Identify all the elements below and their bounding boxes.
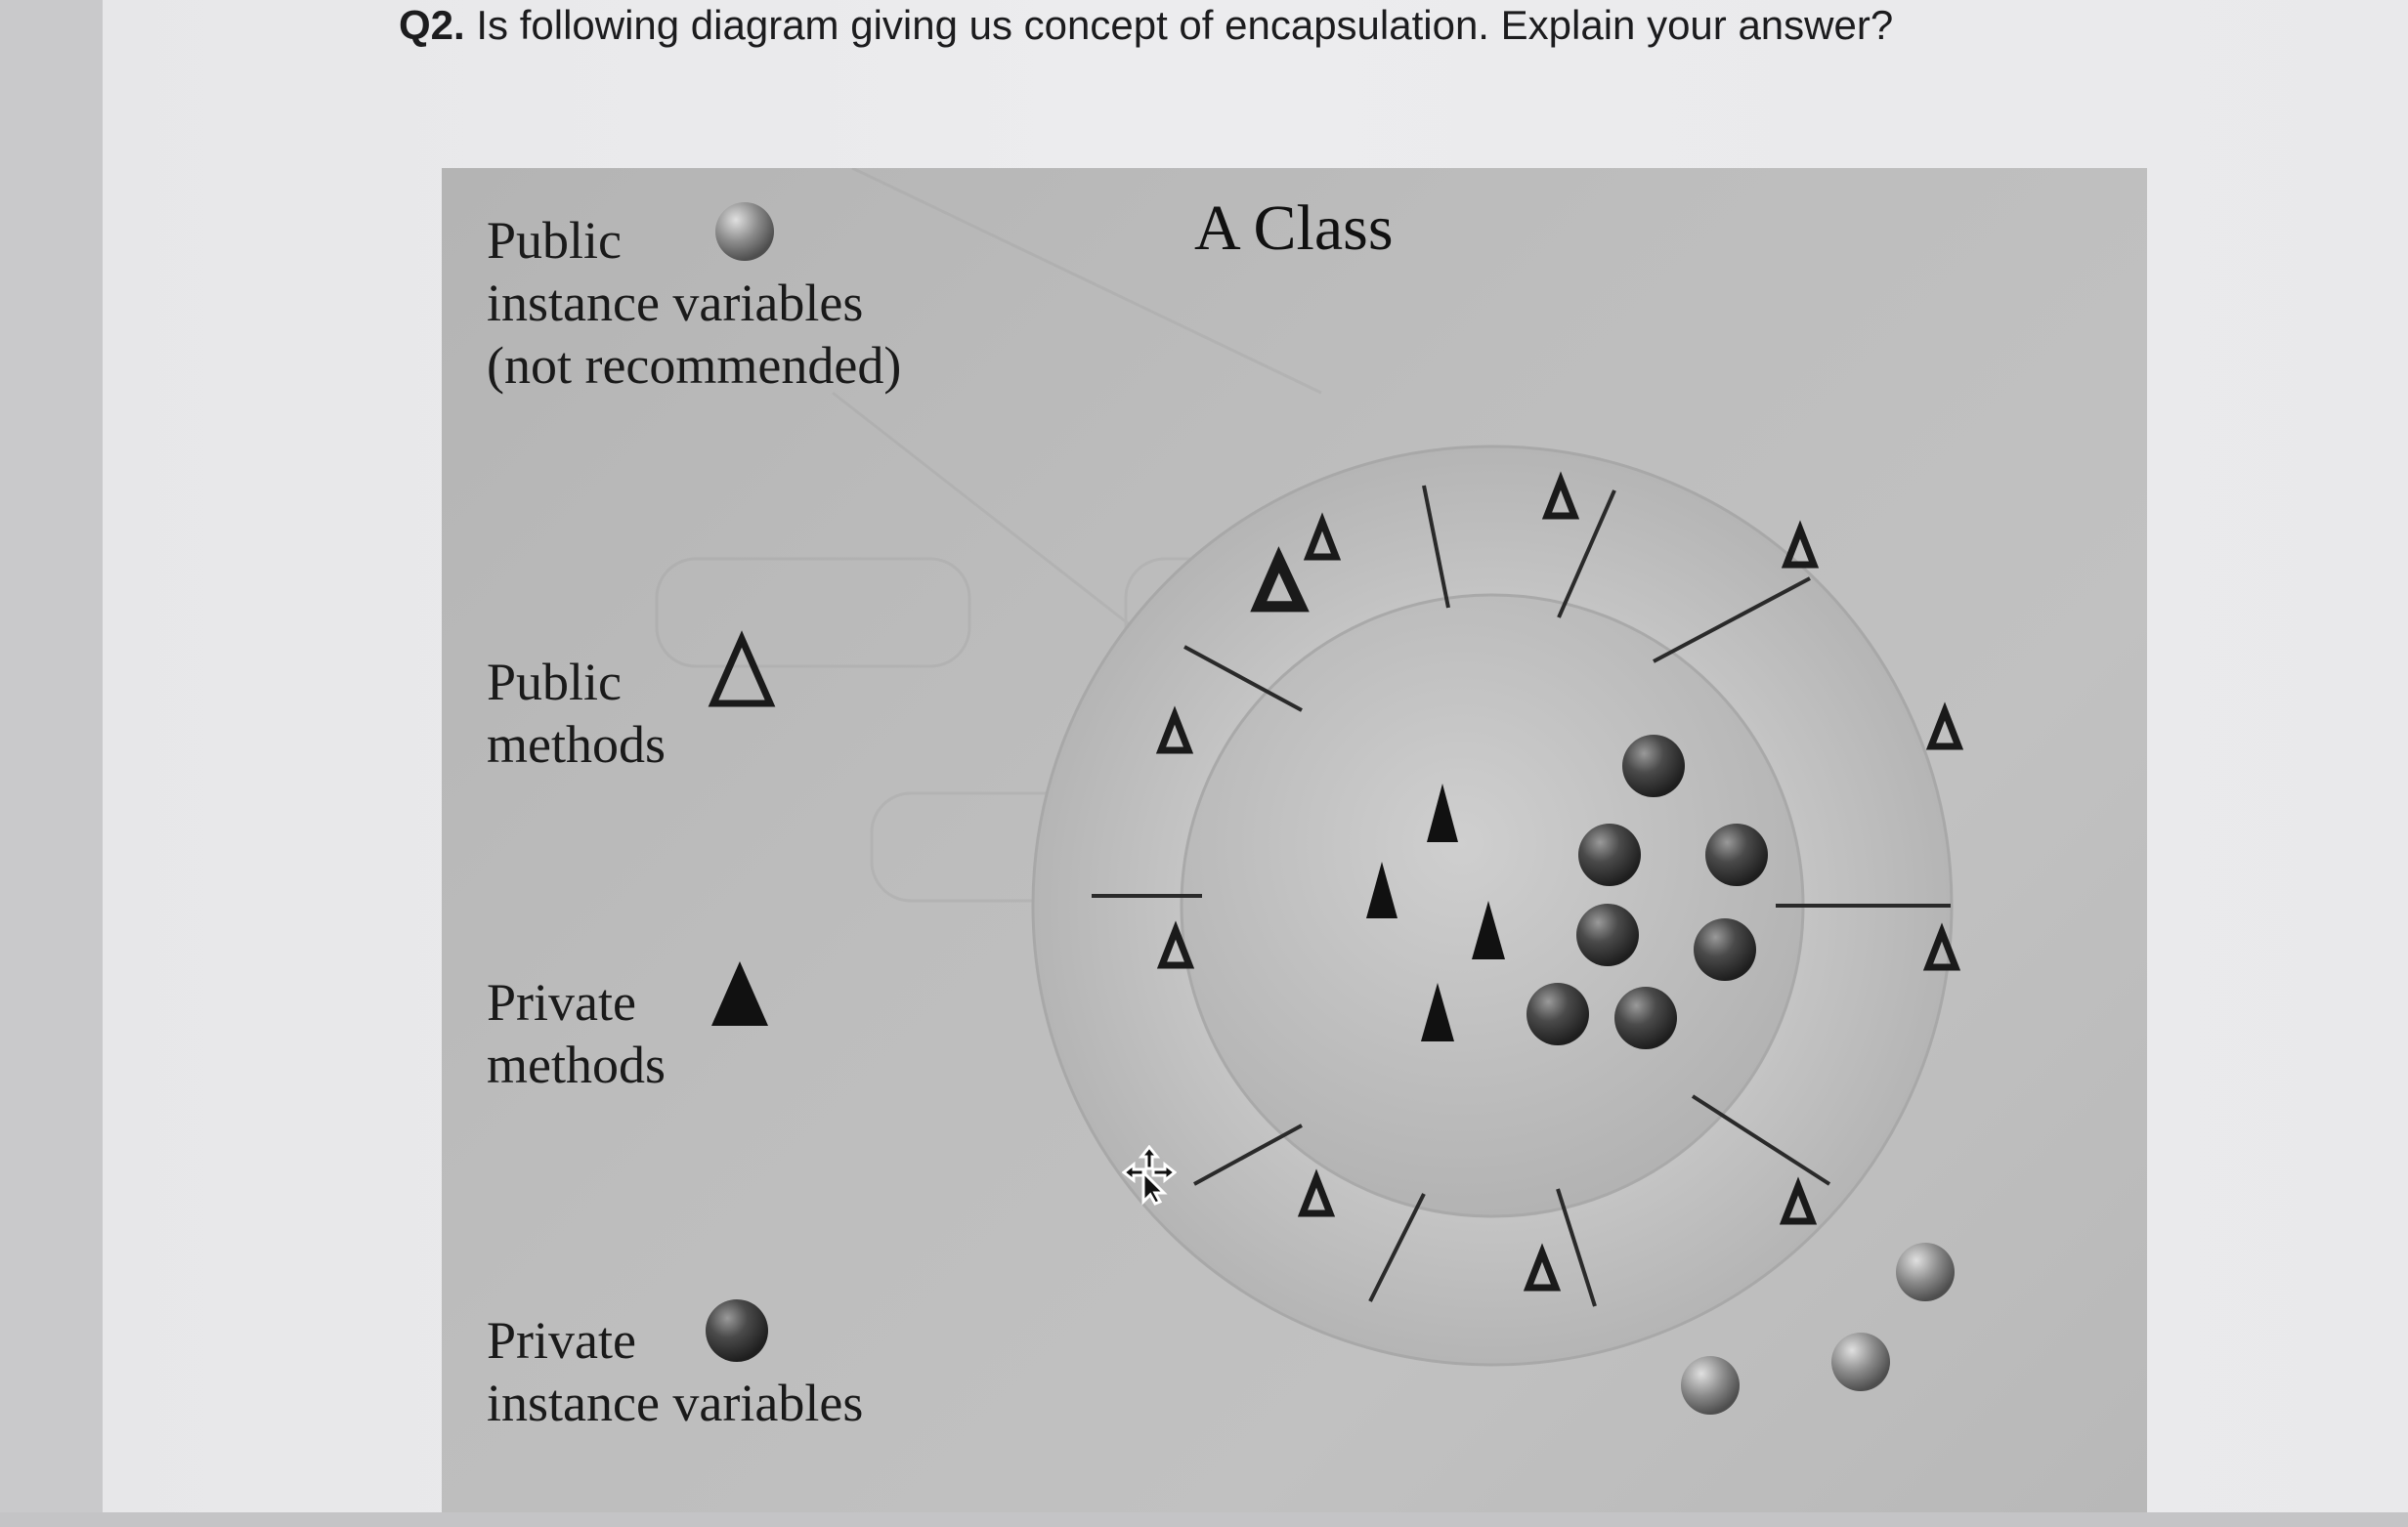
legend-line: Private bbox=[487, 1311, 636, 1370]
legend-private-variables: Private instance variables bbox=[487, 1309, 863, 1434]
private-method-legend-icon bbox=[711, 961, 768, 1026]
question-heading: Q2. Is following diagram giving us conce… bbox=[399, 2, 1893, 49]
legend-line: Private bbox=[487, 973, 636, 1032]
ring-dividers bbox=[1092, 485, 1951, 1307]
public-variable-legend-icon bbox=[715, 202, 774, 261]
public-method-triangles bbox=[1250, 546, 1310, 613]
legend-public-methods: Public methods bbox=[487, 651, 666, 776]
legend-line: Public bbox=[487, 211, 623, 270]
diagram-title: A Class bbox=[1194, 192, 1394, 264]
legend-line: Public bbox=[487, 653, 623, 711]
class-inner-core bbox=[1180, 593, 1805, 1218]
legend-line: instance variables bbox=[487, 274, 864, 332]
public-method-legend-icon bbox=[708, 630, 776, 707]
private-method-triangles bbox=[1366, 784, 1505, 1041]
legend-line: instance variables bbox=[487, 1374, 864, 1432]
legend-line: methods bbox=[487, 1036, 666, 1094]
encapsulation-diagram: A Class Public instance variables (not r… bbox=[442, 168, 2147, 1512]
private-variable-spheres bbox=[1526, 735, 1768, 1049]
legend-public-variables: Public instance variables (not recommend… bbox=[487, 209, 901, 397]
public-methods-ring bbox=[1155, 471, 1964, 1292]
legend-private-methods: Private methods bbox=[487, 971, 666, 1096]
private-variable-legend-icon bbox=[706, 1299, 768, 1362]
question-text: Is following diagram giving us concept o… bbox=[464, 2, 1894, 48]
move-cursor-icon bbox=[1122, 1145, 1177, 1206]
public-variable-spheres bbox=[1681, 1243, 1955, 1415]
question-number: Q2. bbox=[399, 2, 465, 48]
diagram-graphics bbox=[655, 168, 1964, 1415]
legend-line: (not recommended) bbox=[487, 336, 902, 395]
legend-line: methods bbox=[487, 715, 666, 774]
screen-bottom-edge bbox=[0, 1512, 2408, 1527]
